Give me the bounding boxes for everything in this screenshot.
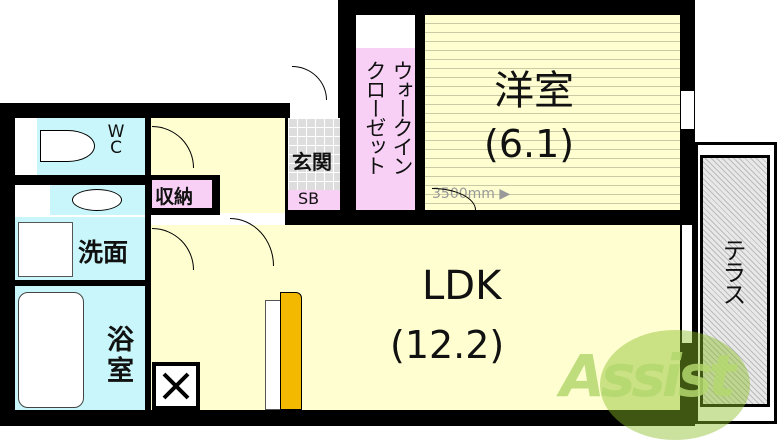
western-room-floor	[425, 15, 680, 212]
terrace-label: テラス	[718, 238, 746, 304]
window-west	[680, 90, 695, 130]
walk-in-closet	[356, 48, 415, 210]
wall-wet-ldk	[145, 118, 151, 410]
terrace-floor	[700, 155, 770, 407]
closet-label-1: ウォークイン	[390, 60, 414, 174]
wall-wc	[15, 175, 155, 185]
outer-wall-top-left	[0, 103, 290, 118]
toilet-label: WC	[106, 122, 126, 154]
shoe-box-label: SB	[298, 189, 320, 208]
watermark-logo	[600, 330, 750, 440]
closet-right-wall	[415, 15, 425, 215]
western-room-size: (6.1)	[484, 122, 575, 166]
fan-icon	[162, 372, 190, 400]
closet-label-2: クローゼット	[363, 60, 387, 174]
kitchen-wall-panel	[280, 292, 302, 410]
ldk-size: (12.2)	[390, 323, 505, 367]
ldk-label: LDK	[422, 263, 502, 309]
entrance-label: 玄関	[292, 150, 332, 174]
entrance-door[interactable]	[292, 66, 327, 100]
bathroom-label: 浴室	[102, 325, 133, 387]
outer-wall-bottom	[0, 410, 695, 426]
washroom-label: 洗面	[78, 238, 129, 267]
stove-cabinet	[152, 362, 200, 410]
wall-western-ldk	[285, 210, 680, 225]
wall-bath	[15, 280, 150, 286]
entrance	[285, 118, 340, 190]
outer-wall-left	[0, 103, 15, 426]
sink-icon	[72, 189, 122, 211]
shoe-box	[285, 190, 340, 210]
toilet-fixture	[40, 130, 95, 162]
washing-machine	[18, 222, 73, 277]
storage	[152, 180, 212, 208]
window-terrace	[681, 224, 693, 344]
watermark-text: Assist	[560, 342, 736, 410]
outer-wall-top	[338, 0, 695, 15]
western-room-label: 洋室	[494, 68, 574, 114]
closet-wall	[338, 0, 356, 225]
bathtub	[18, 292, 84, 408]
storage-label: 収納	[155, 186, 194, 208]
